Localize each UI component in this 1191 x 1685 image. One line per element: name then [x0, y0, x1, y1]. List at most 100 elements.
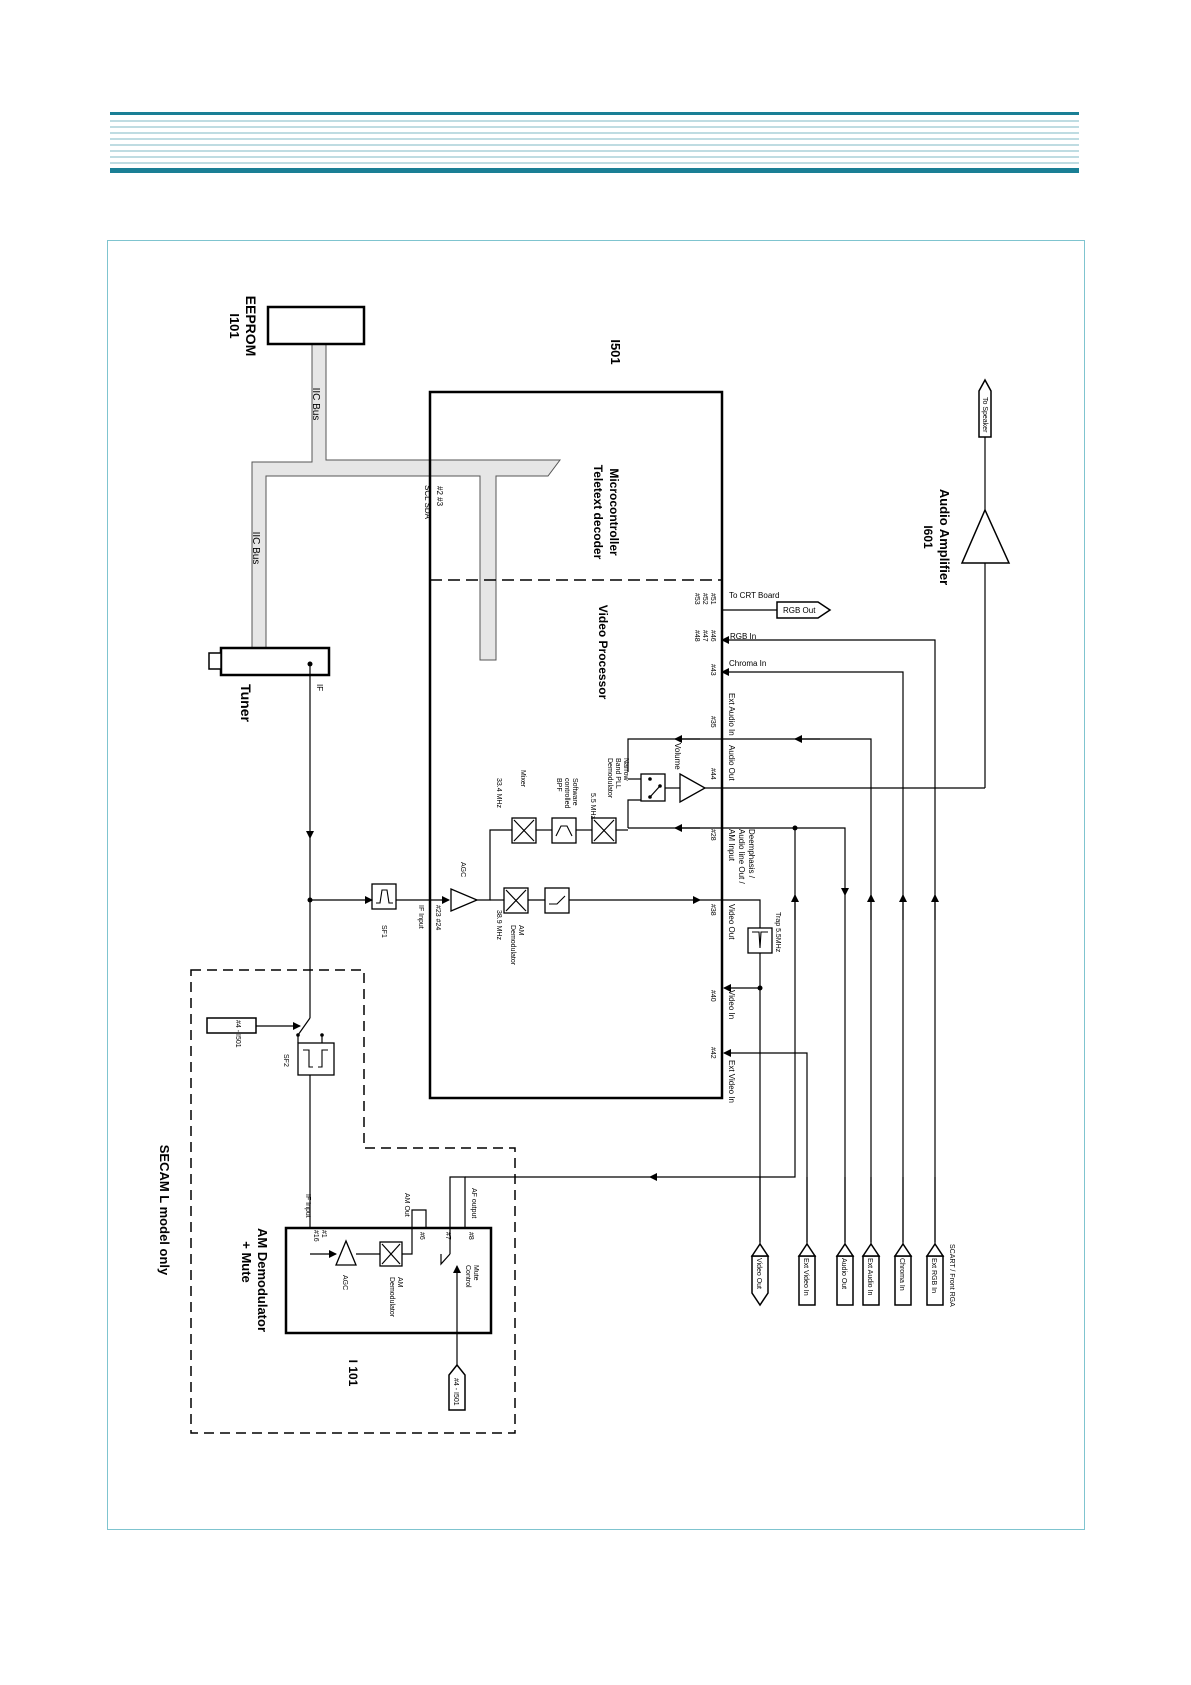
- audio-amp-ref: I601: [921, 525, 935, 549]
- secam-region: [190, 969, 516, 1434]
- rgb-out-pin2: #52: [701, 593, 708, 605]
- rgb-in-pin2: #47: [701, 630, 708, 642]
- iic-bus-label-left: IIC Bus: [250, 532, 261, 565]
- agc-main: [450, 888, 479, 912]
- switch-blade: [649, 785, 661, 798]
- main-ic-block: [428, 390, 724, 1100]
- ext-audio-in-wire: [627, 738, 872, 1242]
- am-demod-x: [505, 889, 527, 912]
- scl-sda-pins: #2 #3: [435, 486, 444, 507]
- am-demod-inner1: AM: [517, 925, 524, 936]
- am-demod-ic-block: [284, 1226, 493, 1335]
- am-audio-line: [649, 828, 796, 1181]
- af-output-label: AF output: [470, 1188, 477, 1218]
- agc-main-label: AGC: [459, 862, 466, 877]
- iic-bus-label-top: IIC Bus: [310, 388, 321, 421]
- rgb-out-connector: [776, 601, 832, 619]
- video-out-pin: #38: [709, 904, 716, 916]
- scart-ext-video-in-head: [797, 1242, 817, 1257]
- sw-label1: Software: [571, 778, 578, 806]
- ext-video-in-pin: #42: [709, 1047, 716, 1059]
- deemph-label1: Deemphasis /: [747, 829, 756, 879]
- chroma-in-pin: #43: [709, 664, 716, 676]
- rgb-in-label: RGB In: [730, 632, 756, 641]
- video-out-wire: [700, 899, 761, 928]
- eeprom-title: EEPROM: [243, 296, 259, 357]
- sw-label2: controlled: [563, 778, 570, 808]
- mcu-label: Microcontroller: [607, 468, 621, 556]
- sw-label3: BPF: [555, 778, 562, 792]
- scart-label-1: Ext Video In: [802, 1258, 809, 1296]
- am-demod-ic-x: [381, 1243, 401, 1265]
- am-pin6: #6: [418, 1232, 425, 1240]
- tuner-if-pin: IF: [315, 684, 324, 691]
- video-in-pin: #40: [709, 990, 716, 1002]
- am-agc-symbol: [335, 1239, 357, 1266]
- to-speaker-label: To Speaker: [981, 397, 988, 433]
- video-in-label: Video In: [727, 990, 736, 1019]
- volume-label: Volume: [673, 743, 682, 770]
- video-lpf-curve: [549, 895, 566, 905]
- agc-to-mixer: [475, 829, 512, 901]
- am-demod-ic-ref: I 101: [346, 1360, 360, 1387]
- scart-caption: SCART / Front RGA: [948, 1244, 955, 1307]
- to-crt-board: To CRT Board: [729, 591, 779, 600]
- freq-55: 5.5 MHz: [589, 793, 596, 820]
- audio-out-pin: #44: [709, 768, 716, 780]
- header-stripes: [110, 120, 1079, 164]
- mute-src-label: #4 - I501: [452, 1378, 459, 1406]
- narrow-to-switch: [627, 799, 641, 828]
- am-pin7: #7: [444, 1232, 451, 1240]
- scart-audio-out-head: [835, 1242, 855, 1257]
- ext-audio-in-pin: #35: [709, 716, 716, 728]
- audio-amp-title: Audio Amplifier: [937, 489, 952, 585]
- rgb-out-label: RGB Out: [783, 606, 816, 615]
- software-bpf-box: [551, 817, 577, 844]
- eeprom-ref: I101: [227, 313, 242, 338]
- am-if-input: IF Input: [304, 1194, 311, 1218]
- scart-ext-rgb-in-head: [925, 1242, 945, 1257]
- video-processor-label: Video Processor: [596, 605, 610, 700]
- mute-label1: Mute: [472, 1265, 479, 1281]
- pll-demod-x: [593, 819, 615, 842]
- sf2-curve2: [318, 1049, 328, 1068]
- to-speaker-connector: [978, 378, 992, 438]
- am-out-label: AM Out: [403, 1193, 410, 1217]
- if-input-pin: #23 #24: [434, 905, 441, 930]
- sf2-label: SF2: [282, 1054, 289, 1067]
- scart-connectors: [750, 1242, 945, 1307]
- am2-label1: AM: [396, 1277, 403, 1288]
- rgb-in-pin1: #46: [709, 630, 716, 642]
- sf1-curve: [376, 889, 393, 904]
- tuner-block: [219, 646, 331, 677]
- scart-ext-audio-in-head: [861, 1242, 881, 1257]
- scart-label-4: Chroma In: [898, 1258, 905, 1291]
- sf2-box: [297, 1042, 335, 1076]
- tuner-title: Tuner: [238, 684, 254, 722]
- deemph-label2: Audio line Out /: [737, 829, 746, 884]
- am-out-wire: [402, 1209, 427, 1255]
- freq-389: 38.9 MHz: [495, 910, 502, 940]
- narrow-label2: Band PLL: [614, 758, 621, 789]
- scart-video-out-head: [750, 1242, 770, 1257]
- video-lpf-box: [544, 887, 570, 914]
- am-agc-label: AGC: [341, 1275, 348, 1290]
- sf1-label: SF1: [380, 925, 387, 938]
- mute-label2: Control: [464, 1265, 471, 1288]
- rgb-out-pin3: #53: [693, 593, 700, 605]
- scart-label-0: Video Out: [755, 1258, 762, 1289]
- freq-334: 33.4 MHz: [495, 778, 502, 808]
- trap-curve: [752, 931, 768, 949]
- scart-chroma-in-head: [893, 1242, 913, 1257]
- eeprom-block: [266, 305, 366, 346]
- ext-audio-in-label: Ext Audio In: [727, 693, 736, 736]
- header-band: [110, 112, 1079, 173]
- narrow-label1: Narrow: [622, 758, 629, 782]
- header-bottom-rule: [110, 168, 1079, 173]
- ext-video-in-label: Ext Video In: [727, 1060, 736, 1103]
- sf1-box: [371, 883, 397, 910]
- rgb-out-pin1: #51: [709, 593, 716, 605]
- audio-line-out-wire: [628, 827, 849, 896]
- iic-bus: [251, 343, 561, 661]
